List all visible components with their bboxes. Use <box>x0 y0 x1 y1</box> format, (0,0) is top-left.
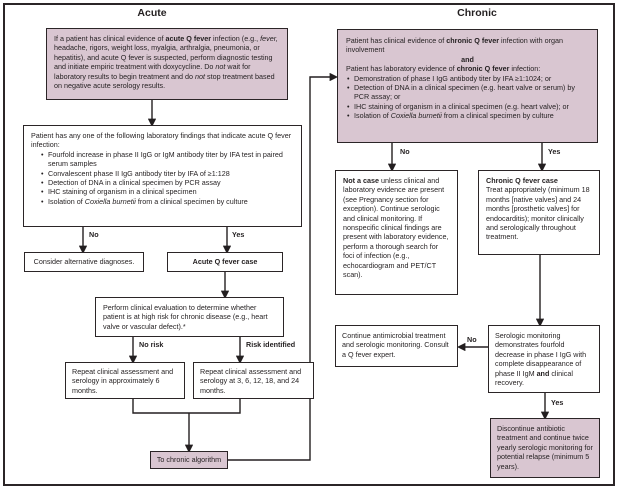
label-no-risk: No risk <box>139 340 164 349</box>
chronic-case-title: Chronic Q fever case <box>486 176 558 185</box>
chronic-criterion-bullet: IHC staining of organism in a clinical s… <box>346 102 589 112</box>
label-lab-yes: Yes <box>232 230 245 239</box>
repeat-24-months-box: Repeat clinical assessment and serology … <box>193 362 314 399</box>
chronic-lab-evidence-text: Patient has laboratory evidence of chron… <box>346 64 541 74</box>
repeat-6-months-text: Repeat clinical assessment and serology … <box>72 367 174 395</box>
chronic-criterion-bullet: Demonstration of phase I IgG antibody ti… <box>346 74 589 84</box>
serologic-monitoring-text: Serologic monitoring demonstrates fourfo… <box>495 331 587 388</box>
to-chronic-algorithm-text: To chronic algorithm <box>156 455 222 465</box>
lab-finding-bullet: Detection of DNA in a clinical specimen … <box>40 178 294 188</box>
chronic-criterion-bullet: Isolation of Coxiella burnetii from a cl… <box>346 111 589 121</box>
acute-lab-findings-box: Patient has any one of the following lab… <box>23 125 302 227</box>
discontinue-antibiotic-text: Discontinue antibiotic treatment and con… <box>497 424 593 471</box>
consider-alternative-text: Consider alternative diagnoses. <box>33 257 135 267</box>
lab-findings-lead: Patient has any one of the following lab… <box>31 131 292 150</box>
chronic-intro-box: Patient has clinical evidence of chronic… <box>337 29 598 143</box>
repeat-24-months-text: Repeat clinical assessment and serology … <box>200 367 302 395</box>
label-monitor-no: No <box>467 335 477 344</box>
repeat-6-months-box: Repeat clinical assessment and serology … <box>65 362 185 399</box>
clinical-evaluation-box: Perform clinical evaluation to determine… <box>95 297 284 337</box>
consider-alternative-diagnoses-box: Consider alternative diagnoses. <box>24 252 144 272</box>
lab-finding-bullet: Fourfold increase in phase II IgG or IgM… <box>40 150 294 169</box>
acute-intro-text: If a patient has clinical evidence of ac… <box>54 34 278 91</box>
not-a-case-box: Not a case unless clinical and laborator… <box>335 170 458 295</box>
and-connector-text: and <box>461 54 474 64</box>
label-lab-no: No <box>89 230 99 239</box>
chronic-criterion-bullet: Detection of DNA in a clinical specimen … <box>346 83 589 102</box>
chronic-q-fever-case-box: Chronic Q fever case Treat appropriately… <box>478 170 600 255</box>
lab-finding-bullet: IHC staining of organism in a clinical s… <box>40 187 294 197</box>
acute-q-fever-case-box: Acute Q fever case <box>167 252 283 272</box>
chronic-case-body: Treat appropriately (minimum 18 months [… <box>486 185 590 242</box>
lab-finding-bullet: Isolation of Coxiella burnetii from a cl… <box>40 197 294 207</box>
continue-antimicrobial-box: Continue antimicrobial treatment and ser… <box>335 325 458 367</box>
label-monitor-yes: Yes <box>551 398 564 407</box>
clinical-evaluation-text: Perform clinical evaluation to determine… <box>103 303 268 331</box>
chronic-clinical-evidence-text: Patient has clinical evidence of chronic… <box>346 36 563 55</box>
chronic-column-title: Chronic <box>457 7 497 19</box>
acute-case-text: Acute Q fever case <box>192 257 258 267</box>
to-chronic-algorithm-box: To chronic algorithm <box>150 451 228 469</box>
acute-column-title: Acute <box>137 7 167 19</box>
label-risk-identified: Risk identified <box>246 340 296 349</box>
acute-intro-box: If a patient has clinical evidence of ac… <box>46 28 288 100</box>
lab-findings-list: Fourfold increase in phase II IgG or IgM… <box>31 150 294 207</box>
lab-finding-bullet: Convalescent phase II IgG antibody titer… <box>40 169 294 179</box>
label-chronic-no: No <box>400 147 410 156</box>
continue-antimicrobial-text: Continue antimicrobial treatment and ser… <box>342 331 449 359</box>
discontinue-antibiotic-box: Discontinue antibiotic treatment and con… <box>490 418 600 478</box>
serologic-monitoring-box: Serologic monitoring demonstrates fourfo… <box>488 325 600 393</box>
not-a-case-text: Not a case unless clinical and laborator… <box>343 176 449 280</box>
label-chronic-yes: Yes <box>548 147 561 156</box>
